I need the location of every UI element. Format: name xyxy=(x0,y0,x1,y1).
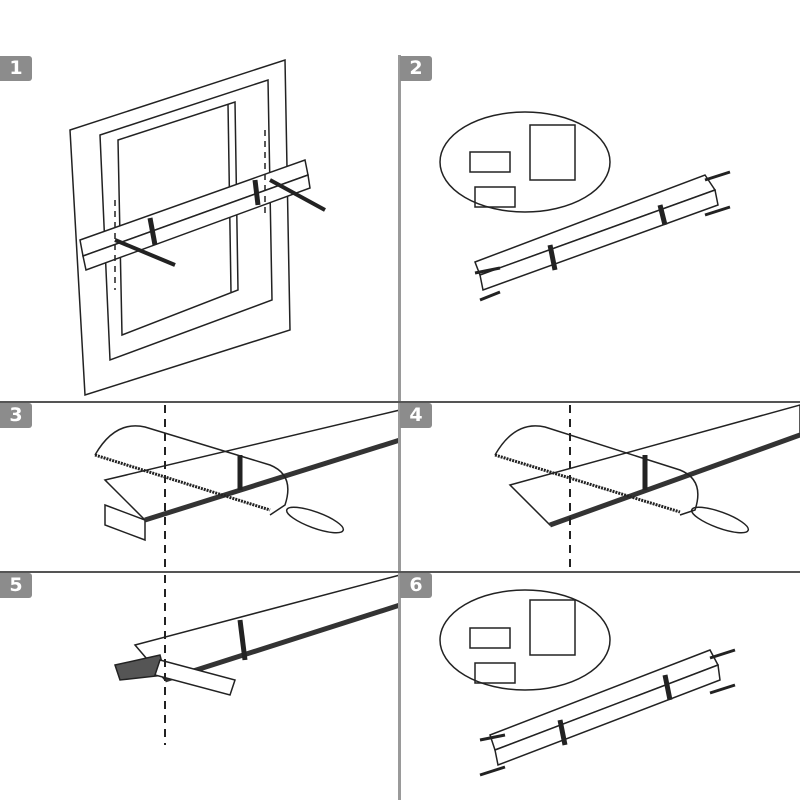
step1-window-illustration xyxy=(69,58,326,397)
step-badge-2: 2 xyxy=(400,56,432,81)
step-badge-6: 6 xyxy=(400,573,432,598)
row-divider-1 xyxy=(0,401,800,403)
step-badge-4: 4 xyxy=(400,403,432,428)
step-badge-3: 3 xyxy=(0,403,32,428)
step2-illustration xyxy=(439,111,731,302)
step5-knife-illustration xyxy=(114,574,401,745)
vertical-divider xyxy=(398,55,401,800)
step-badge-5: 5 xyxy=(0,573,32,598)
row-divider-2 xyxy=(0,571,800,573)
step3-saw-illustration xyxy=(94,405,401,570)
step4-saw-illustration xyxy=(494,404,800,570)
step6-illustration xyxy=(439,589,736,777)
step-badge-1: 1 xyxy=(0,56,32,81)
